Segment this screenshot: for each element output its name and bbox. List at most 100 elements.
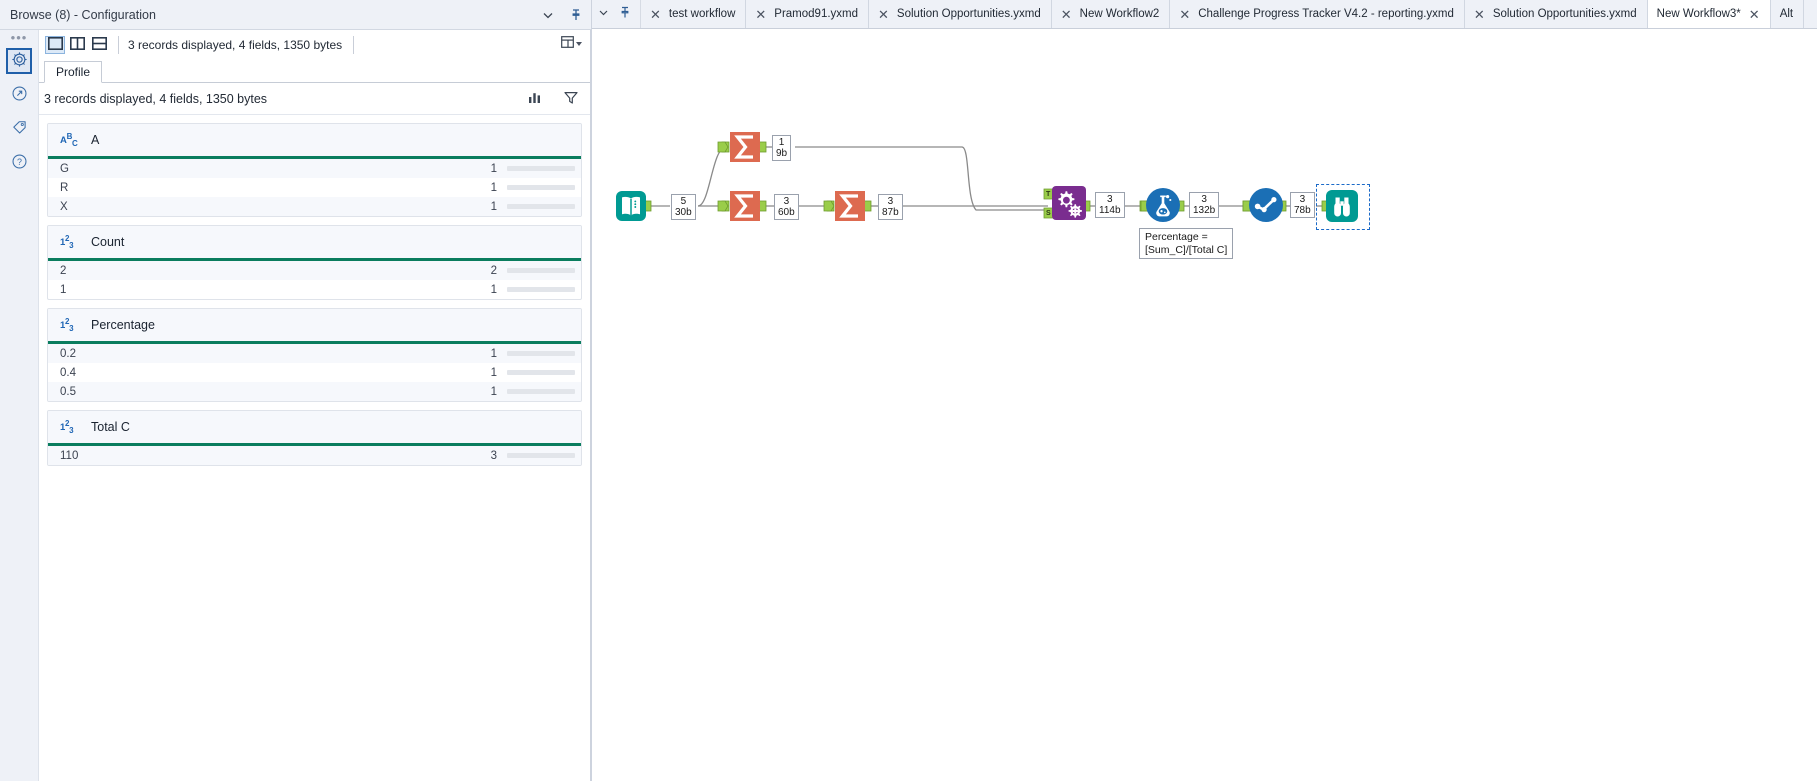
tab-profile[interactable]: Profile bbox=[44, 61, 103, 83]
tab-list-chevron-icon[interactable] bbox=[598, 7, 609, 21]
byte-count: 9b bbox=[776, 148, 788, 159]
tab-profile-label: Profile bbox=[56, 65, 91, 79]
profile-count: 3 bbox=[490, 449, 497, 462]
workflow-area: ✕ test workflow ✕ Pramod91.yxmd ✕ Soluti… bbox=[592, 0, 1817, 781]
document-tab[interactable]: ✕ test workflow bbox=[641, 0, 747, 28]
profile-row: G 1 bbox=[48, 159, 581, 178]
tab-close-icon[interactable]: ✕ bbox=[755, 6, 767, 22]
field-divider bbox=[48, 258, 581, 261]
rail-grip[interactable]: ••• bbox=[10, 30, 28, 45]
tab-close-icon[interactable]: ✕ bbox=[1473, 6, 1485, 22]
connection-label-4: 3 87b bbox=[878, 194, 903, 220]
sidebar-item-output[interactable] bbox=[6, 82, 32, 108]
single-pane-icon bbox=[47, 37, 63, 53]
123-icon: 123 bbox=[60, 233, 74, 251]
input-data-tool[interactable] bbox=[614, 189, 648, 223]
chart-icon[interactable] bbox=[528, 91, 542, 107]
byte-count: 60b bbox=[778, 207, 795, 218]
profile-bar bbox=[507, 351, 575, 356]
connection-label-3: 3 60b bbox=[774, 194, 799, 220]
sidebar-item-configuration[interactable] bbox=[6, 48, 32, 74]
view-horizontal-split-button[interactable] bbox=[89, 36, 109, 54]
profile-value: 1 bbox=[60, 283, 67, 296]
annotation-line-2: [Sum_C]/[Total C] bbox=[1145, 243, 1228, 256]
field-header: 123 Count bbox=[48, 226, 581, 258]
document-tab[interactable]: ✕ Pramod91.yxmd bbox=[746, 0, 870, 28]
chevron-down-icon bbox=[576, 41, 582, 46]
abc-icon: ABC bbox=[60, 131, 78, 149]
summarize-tool-3[interactable] bbox=[833, 189, 867, 223]
field-card: ABC A G 1 R 1 bbox=[47, 123, 582, 217]
summarize-tool-2[interactable] bbox=[728, 189, 762, 223]
panel-icon-rail: ••• bbox=[0, 30, 39, 781]
view-vertical-split-button[interactable] bbox=[67, 36, 87, 54]
document-tab-label: Alt bbox=[1779, 8, 1794, 20]
profile-value: 0.4 bbox=[60, 366, 76, 379]
select-records-tool[interactable] bbox=[1249, 188, 1283, 222]
connection-label-7: 3 78b bbox=[1290, 192, 1315, 218]
pin-tabs-icon[interactable] bbox=[619, 6, 631, 22]
profile-count: 1 bbox=[490, 347, 497, 360]
sidebar-item-help[interactable]: ? bbox=[6, 150, 32, 176]
svg-text:?: ? bbox=[17, 157, 22, 167]
append-source-port-label: S bbox=[1046, 210, 1051, 217]
record-count: 3 bbox=[1106, 194, 1113, 205]
field-divider bbox=[48, 156, 581, 159]
document-tab-active[interactable]: New Workflow3* ✕ bbox=[1647, 0, 1771, 28]
document-tab[interactable]: ✕ Challenge Progress Tracker V4.2 - repo… bbox=[1170, 0, 1465, 28]
profile-row: 0.5 1 bbox=[48, 382, 581, 401]
gears-icon bbox=[1051, 184, 1087, 222]
profile-bar bbox=[507, 287, 575, 292]
profile-row: 1 1 bbox=[48, 280, 581, 299]
chevron-down-icon[interactable] bbox=[541, 8, 555, 22]
document-tab[interactable]: ✕ Solution Opportunities.yxmd bbox=[869, 0, 1052, 28]
question-circle-icon: ? bbox=[11, 153, 28, 173]
profile-count: 2 bbox=[490, 264, 497, 277]
document-tab[interactable]: ✕ Solution Opportunities.yxmd bbox=[1464, 0, 1648, 28]
field-name: Total C bbox=[91, 420, 130, 434]
formula-annotation: Percentage = [Sum_C]/[Total C] bbox=[1139, 228, 1234, 259]
record-count: 1 bbox=[778, 137, 785, 148]
tab-close-icon[interactable]: ✕ bbox=[878, 6, 889, 22]
layout-options-button[interactable] bbox=[561, 36, 582, 51]
document-tab-label: test workflow bbox=[668, 8, 736, 20]
field-card: 123 Total C 110 3 bbox=[47, 410, 582, 466]
append-fields-tool[interactable] bbox=[1052, 186, 1086, 220]
document-tab[interactable]: Alt bbox=[1770, 0, 1805, 28]
sigma-icon bbox=[833, 189, 867, 223]
tab-close-icon[interactable]: ✕ bbox=[1179, 6, 1191, 22]
arrow-circle-icon bbox=[11, 85, 28, 105]
profile-value: 110 bbox=[60, 449, 79, 462]
profile-count: 1 bbox=[490, 366, 497, 379]
view-single-pane-button[interactable] bbox=[45, 36, 65, 54]
tab-close-icon[interactable]: ✕ bbox=[1060, 6, 1072, 22]
configuration-panel: Browse (8) - Configuration ••• bbox=[0, 0, 592, 781]
browse-tool[interactable] bbox=[1325, 189, 1359, 223]
byte-count: 132b bbox=[1193, 205, 1216, 216]
summarize-tool-1[interactable] bbox=[728, 130, 762, 164]
record-count: 3 bbox=[1201, 194, 1207, 205]
profile-bar bbox=[507, 166, 575, 171]
vertical-split-icon bbox=[69, 37, 85, 53]
workflow-canvas[interactable]: 5 30b 1 9b 3 60b 3 87b 3 114b 3 132b bbox=[592, 29, 1817, 781]
document-tab[interactable]: ✕ New Workflow2 bbox=[1051, 0, 1171, 28]
filter-icon[interactable] bbox=[564, 91, 578, 107]
sidebar-item-annotation[interactable] bbox=[6, 116, 32, 142]
formula-tool[interactable] bbox=[1146, 188, 1180, 222]
field-card: 123 Percentage 0.2 1 0.4 1 bbox=[47, 308, 582, 402]
tab-close-icon[interactable]: ✕ bbox=[650, 6, 661, 22]
profile-field-list[interactable]: ABC A G 1 R 1 bbox=[39, 115, 590, 781]
annotation-line-1: Percentage = bbox=[1145, 231, 1208, 243]
layout-icon bbox=[561, 36, 574, 51]
tab-close-icon[interactable]: ✕ bbox=[1748, 6, 1760, 22]
document-tab-label: Challenge Progress Tracker V4.2 - report… bbox=[1198, 8, 1454, 20]
binoculars-icon bbox=[1324, 188, 1360, 224]
byte-count: 78b bbox=[1294, 205, 1311, 216]
pin-icon[interactable] bbox=[569, 8, 583, 22]
gear-icon bbox=[11, 51, 28, 71]
profile-bar bbox=[507, 453, 575, 458]
document-tab-label: Pramod91.yxmd bbox=[774, 8, 859, 20]
sigma-icon bbox=[728, 189, 762, 223]
profile-row: X 1 bbox=[48, 197, 581, 216]
append-target-port-label: T bbox=[1046, 191, 1051, 198]
